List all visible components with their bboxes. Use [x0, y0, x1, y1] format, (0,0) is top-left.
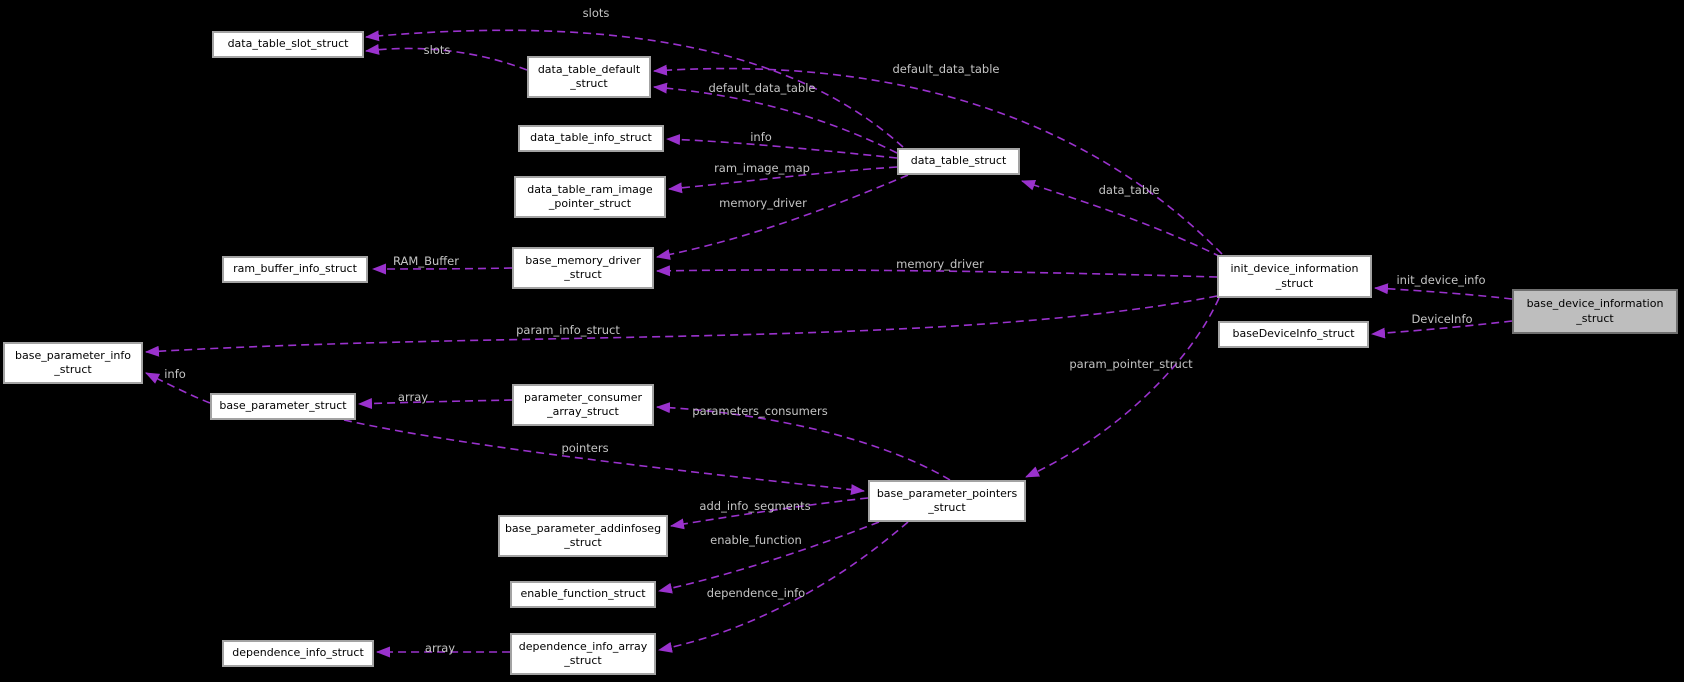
edge-label-array-bottom: array — [424, 641, 456, 655]
edge-default-data-table — [653, 82, 898, 154]
edge-memory-driver-long — [656, 265, 1218, 278]
node-base-memory-driver-struct[interactable]: base_memory_driver _struct — [512, 247, 654, 289]
edge-label-pointers: pointers — [561, 441, 609, 455]
node-data-table-struct[interactable]: data_table_struct — [897, 148, 1020, 175]
edge-param-info-struct — [145, 295, 1218, 357]
edge-label-dependence-info: dependence_info — [706, 586, 806, 600]
edge-label-memory-driver-long: memory_driver — [896, 257, 984, 271]
edge-pointers — [343, 419, 865, 496]
node-base-parameter-addinfoseg-struct[interactable]: base_parameter_addinfoseg _struct — [498, 515, 668, 557]
node-base-parameter-info-struct[interactable]: base_parameter_info _struct — [3, 342, 143, 384]
edge-label-ram-buffer: RAM_Buffer — [393, 254, 459, 268]
edge-device-info — [1371, 320, 1513, 339]
edge-slots-top — [365, 29, 904, 148]
edge-parameters-consumers — [656, 402, 951, 481]
node-data-table-default-struct[interactable]: data_table_default _struct — [527, 56, 651, 98]
node-ram-buffer-info-struct[interactable]: ram_buffer_info_struct — [222, 256, 368, 283]
edge-param-pointer-struct — [1025, 297, 1220, 478]
edge-label-info: info — [750, 130, 772, 144]
node-parameter-consumer-array-struct[interactable]: parameter_consumer _array_struct — [512, 384, 654, 426]
node-dependence-info-struct[interactable]: dependence_info_struct — [222, 640, 374, 667]
edge-label-memory-driver: memory_driver — [719, 196, 807, 210]
edge-label-init-device-info: init_device_info — [1396, 273, 1486, 287]
edge-label-ram-image-map: ram_image_map — [714, 161, 810, 175]
edge-data-table — [1021, 179, 1222, 258]
edge-array-mid — [358, 398, 513, 410]
edge-default-data-table-long — [653, 64, 1223, 255]
edge-label-info-left: info — [164, 367, 186, 381]
edge-dependence-info — [658, 521, 909, 653]
edge-info — [666, 134, 898, 159]
edge-label-param-pointer-struct: param_pointer_struct — [1069, 357, 1193, 371]
edge-ram-buffer — [372, 263, 513, 275]
edge-label-param-info-struct: param_info_struct — [516, 323, 620, 337]
node-basedeviceinfo-struct[interactable]: baseDeviceInfo_struct — [1218, 321, 1369, 348]
edge-label-parameters-consumers: parameters_consumers — [692, 404, 828, 418]
edge-label-slots: slots — [423, 43, 451, 57]
edge-ram-image-map — [668, 166, 898, 194]
edge-label-device-info: DeviceInfo — [1411, 312, 1473, 326]
edge-label-enable-function: enable_function — [710, 533, 802, 547]
edge-enable-function — [658, 521, 880, 594]
edge-label-slots-top: slots — [582, 6, 610, 20]
edge-add-info-segments — [670, 497, 869, 530]
edge-memory-driver — [656, 174, 909, 260]
node-base-device-information-struct[interactable]: base_device_information _struct — [1512, 289, 1678, 334]
edge-info-left — [145, 372, 211, 404]
node-data-table-ram-image-pointer-struct[interactable]: data_table_ram_image _pointer_struct — [514, 176, 666, 218]
edge-slots — [365, 44, 528, 71]
edge-label-array-mid: array — [397, 390, 429, 404]
node-enable-function-struct[interactable]: enable_function_struct — [510, 581, 656, 608]
node-init-device-information-struct[interactable]: init_device_information _struct — [1217, 255, 1372, 298]
node-data-table-info-struct[interactable]: data_table_info_struct — [518, 125, 664, 152]
node-dependence-info-array-struct[interactable]: dependence_info_array _struct — [510, 633, 656, 675]
edge-label-add-info-segments: add_info_segments — [699, 499, 811, 513]
node-base-parameter-pointers-struct[interactable]: base_parameter_pointers _struct — [868, 480, 1026, 522]
edge-init-device-info — [1374, 283, 1513, 300]
node-base-parameter-struct[interactable]: base_parameter_struct — [210, 393, 356, 420]
edge-label-default-data-table-long: default_data_table — [892, 62, 1000, 76]
edge-label-data-table: data_table — [1098, 183, 1160, 197]
node-data-table-slot-struct[interactable]: data_table_slot_struct — [212, 31, 364, 58]
edge-label-default-data-table: default_data_table — [708, 81, 816, 95]
